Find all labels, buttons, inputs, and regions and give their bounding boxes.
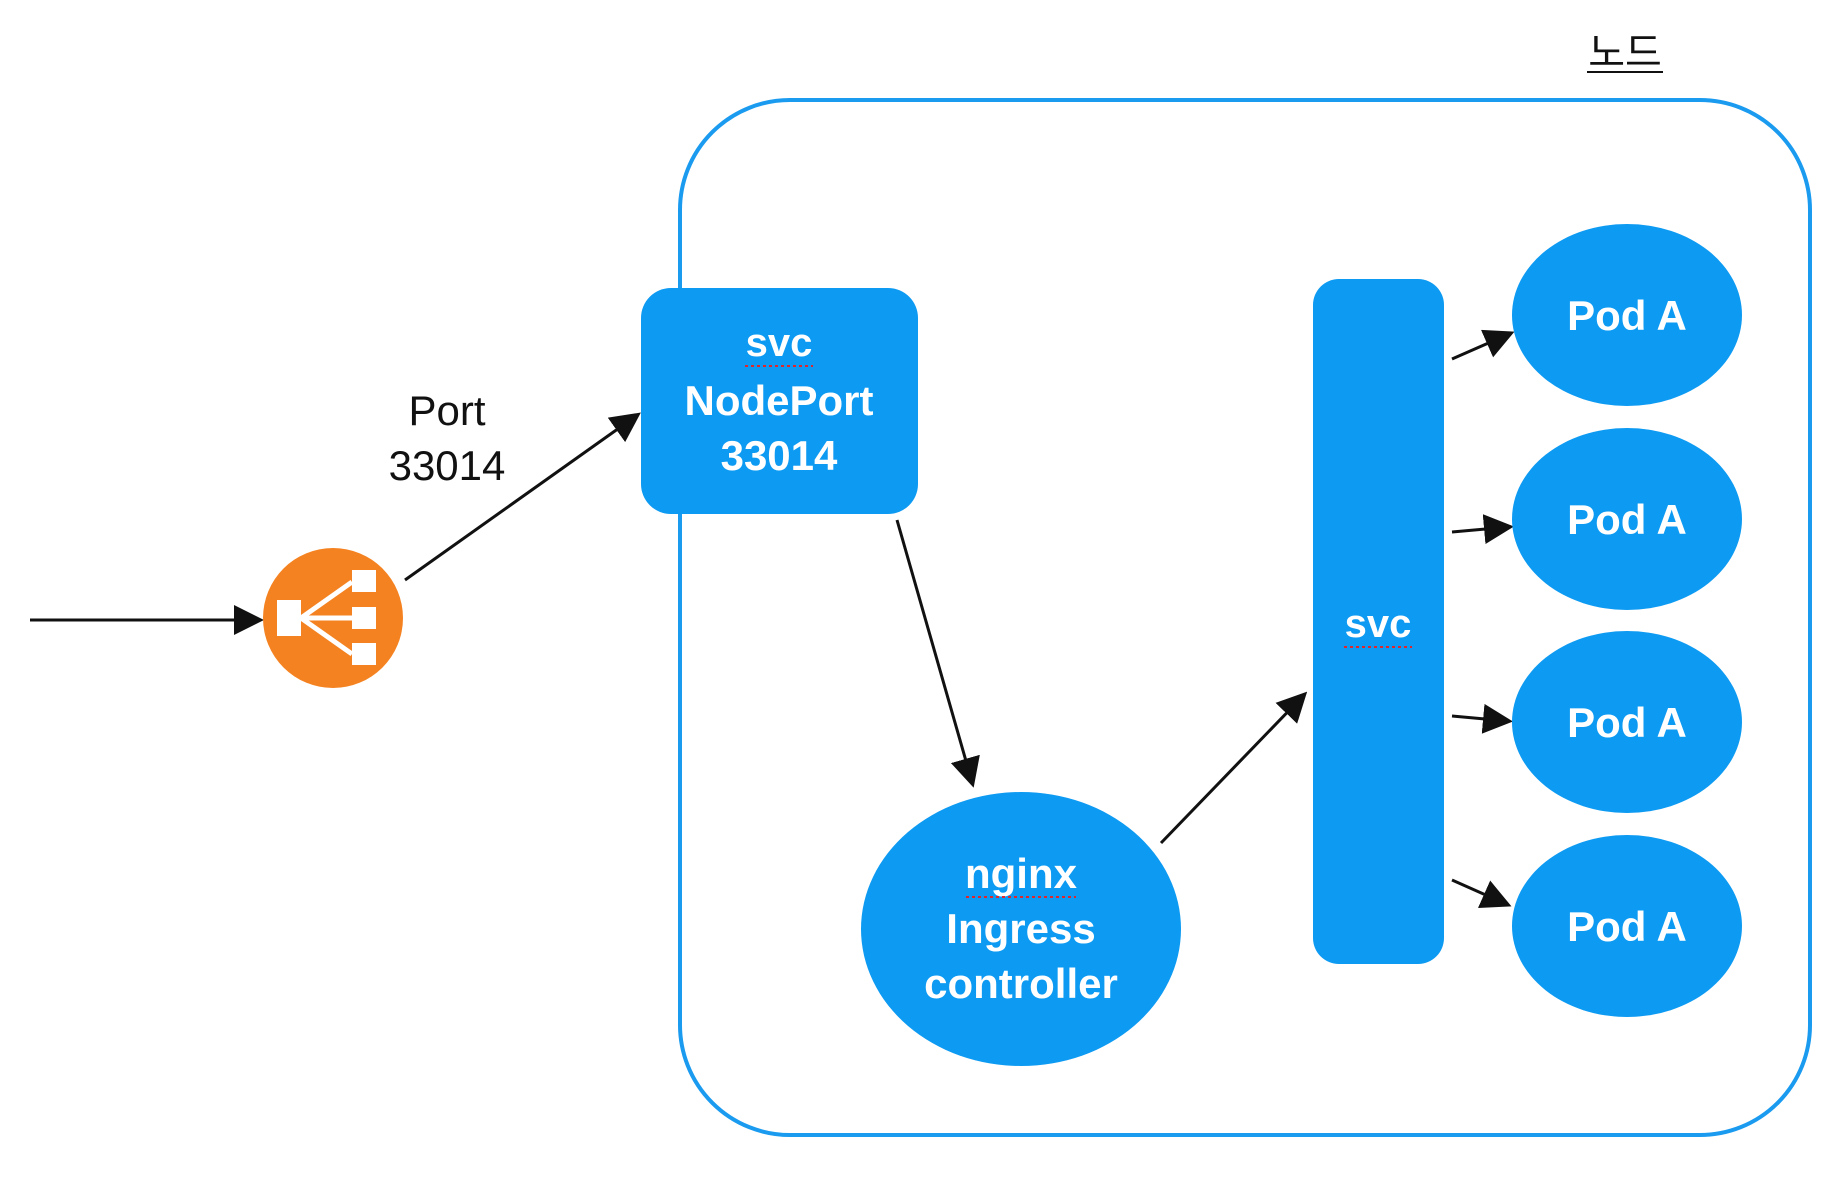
ingress-line2: Ingress (946, 905, 1095, 952)
pod-1 (1512, 224, 1742, 406)
nodeport-svc-line2: NodePort (685, 377, 874, 424)
svc-bar-label: svc (1345, 602, 1412, 646)
pod-2 (1512, 428, 1742, 610)
nodeport-svc-line3: 33014 (721, 432, 838, 479)
nodeport-to-ingress-arrow (895, 519, 980, 788)
pod-3 (1512, 631, 1742, 813)
ingress-controller-ellipse (861, 792, 1181, 1066)
ingress-line1: nginx (965, 850, 1078, 897)
pod-3-label: Pod A (1567, 699, 1687, 746)
port-label-line2: 33014 (389, 442, 506, 489)
pod-4-label: Pod A (1567, 903, 1687, 950)
svc-bar (1313, 279, 1444, 964)
port-label-line1: Port (408, 387, 485, 434)
svc-to-pod-1-arrow (1451, 329, 1515, 361)
ingress-to-svc-arrow (1159, 691, 1308, 845)
load-balancer-icon (263, 548, 403, 688)
pod-4 (1512, 835, 1742, 1017)
nodeport-svc-box (641, 288, 918, 514)
ingress-line3: controller (924, 960, 1118, 1007)
svc-to-pod-3-arrow (1451, 703, 1513, 734)
svc-to-pod-4-arrow (1451, 878, 1512, 908)
node-container (678, 98, 1812, 1137)
svc-to-pod-2-arrow (1451, 514, 1514, 545)
pod-1-label: Pod A (1567, 292, 1687, 339)
node-label: 노드 (1588, 31, 1662, 75)
pod-2-label: Pod A (1567, 496, 1687, 543)
lb-to-nodeport-arrow (404, 412, 641, 582)
nodeport-svc-line1: svc (746, 321, 813, 365)
